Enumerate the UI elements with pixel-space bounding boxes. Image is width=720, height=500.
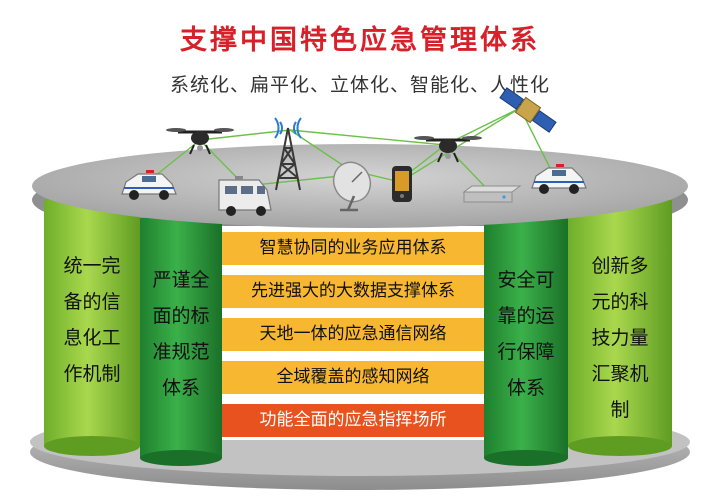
layer-sensing-network: 全域覆盖的感知网络 (222, 361, 484, 394)
drone-icon (166, 128, 234, 155)
page-subtitle: 系统化、扁平化、立体化、智能化、人性化 (169, 74, 550, 96)
satellite-icon (499, 87, 557, 133)
antenna-tower-icon (274, 117, 302, 191)
layer-communication-network: 天地一体的应急通信网络 (222, 318, 484, 351)
command-van-icon (218, 176, 272, 216)
right-outer-column (568, 200, 672, 456)
police-car-icon (121, 170, 177, 200)
police-car-icon (531, 164, 587, 194)
server-icon (462, 185, 522, 203)
left-inner-column (140, 218, 222, 466)
layer-big-data: 先进强大的大数据支撑体系 (222, 275, 484, 308)
drone-icon (414, 136, 482, 163)
right-inner-column-text: 安全可 靠的运 行保障 体系 (497, 269, 555, 399)
layer-command-venue: 功能全面的应急指挥场所 (222, 404, 484, 437)
layer-business-apps: 智慧协同的业务应用体系 (222, 232, 484, 265)
handheld-terminal-icon (392, 166, 412, 202)
left-outer-column-text: 统一完 备的信 息化工 作机制 (63, 255, 121, 385)
satellite-dish-icon (332, 161, 372, 212)
right-inner-column (484, 218, 568, 466)
left-outer-column (44, 200, 140, 456)
right-outer-column-text: 创新多 元的科 技力量 汇聚机 制 (591, 255, 649, 421)
page-title: 支撑中国特色应急管理体系 (180, 25, 540, 56)
left-inner-column-text: 严谨全 面的标 准规范 体系 (152, 269, 210, 399)
